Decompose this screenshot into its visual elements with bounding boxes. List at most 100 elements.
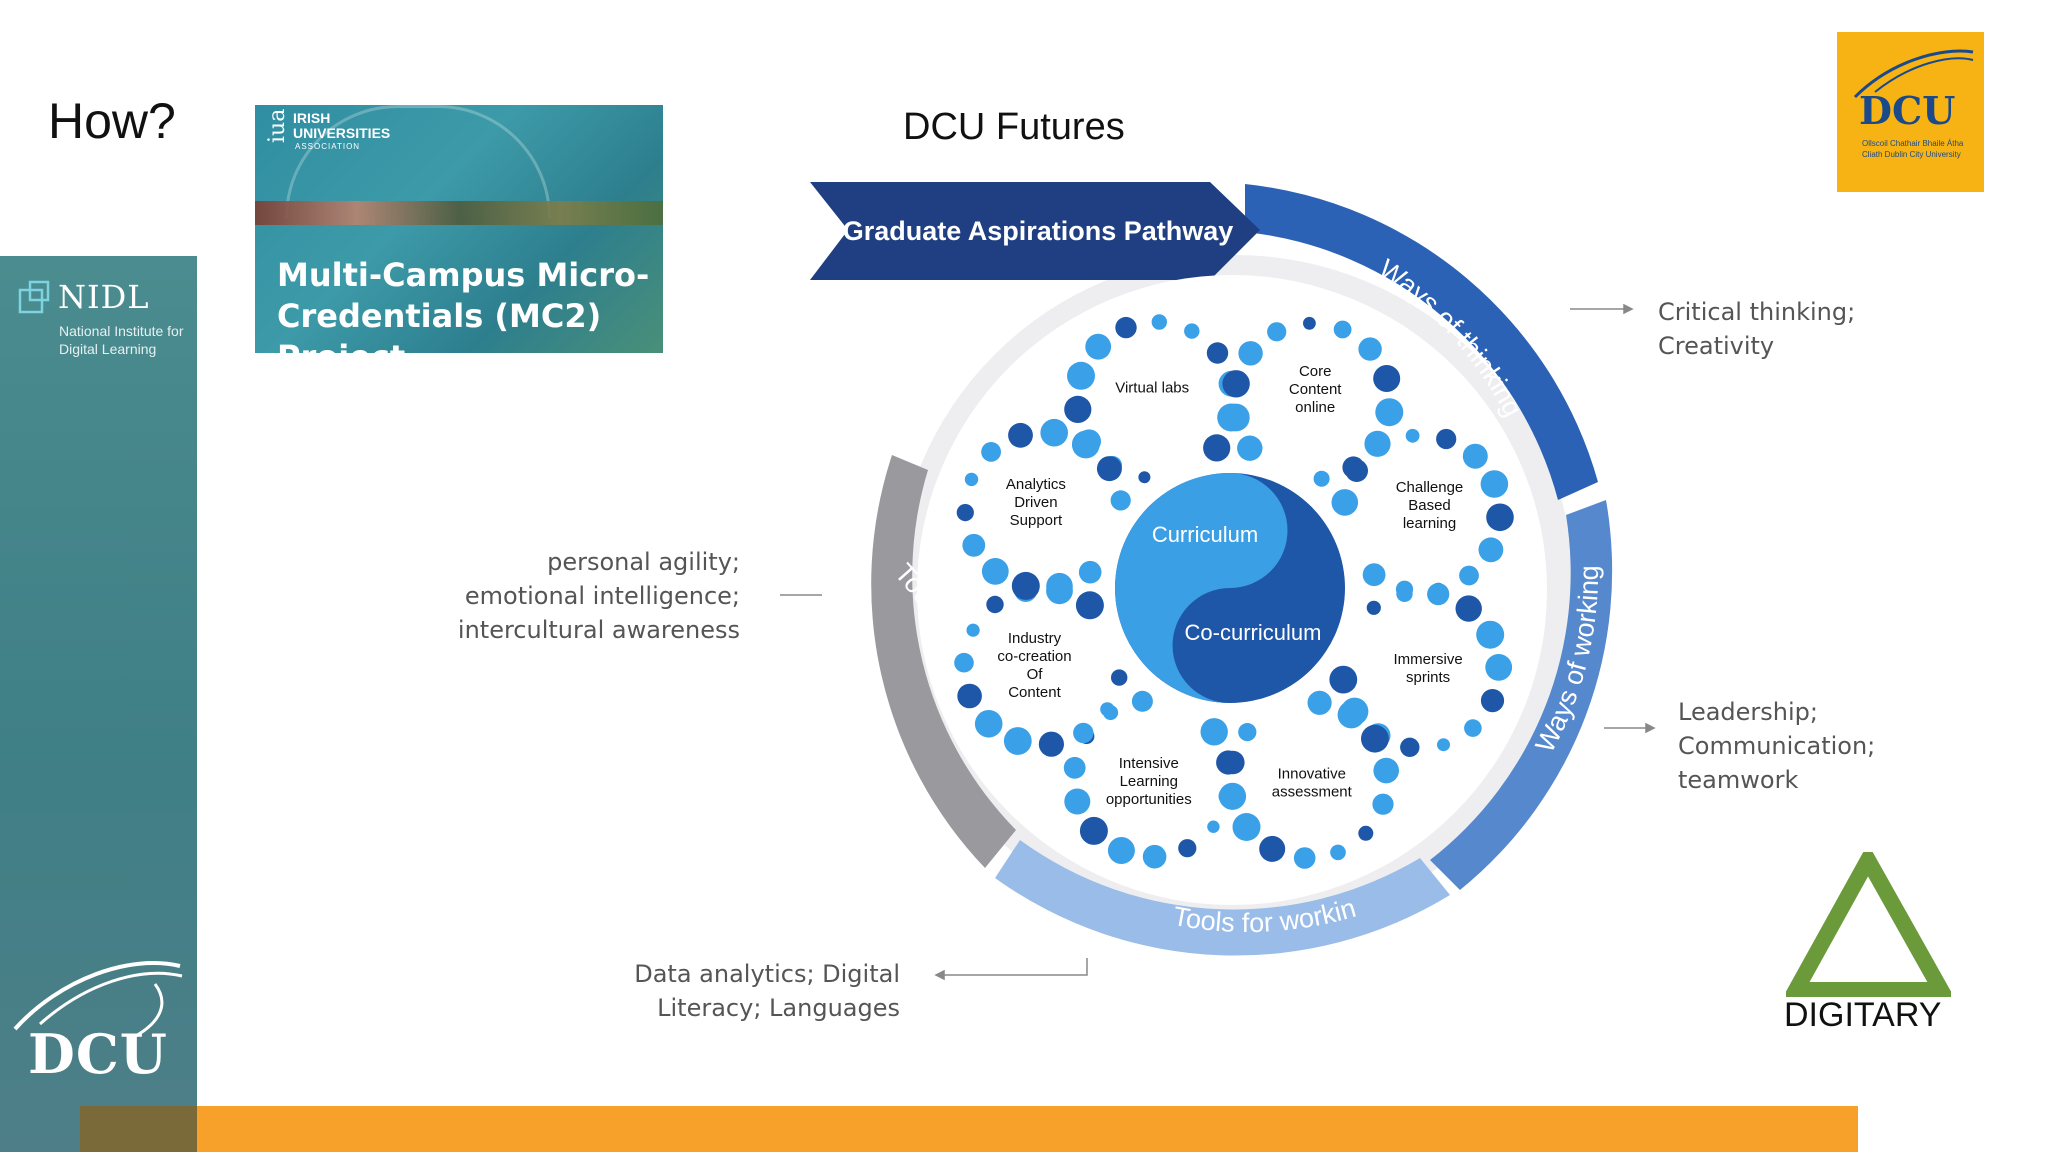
petal-dot (1405, 428, 1420, 443)
petal-dot (1375, 398, 1404, 427)
digitary-triangle-icon (1786, 852, 1951, 997)
petal-dot (1373, 757, 1399, 784)
connector-thinking-arrowhead (1623, 303, 1634, 315)
connector-working-arrowhead (1645, 722, 1656, 734)
sidebar-panel: NIDL National Institute for Digital Lear… (0, 256, 197, 1152)
dcu-sidebar-logo-text: DCU (28, 1022, 168, 1086)
petal-dot (1237, 435, 1263, 461)
petal-dot (1267, 322, 1287, 342)
iua-vertical-mark: iua (265, 108, 290, 143)
petal-dot (1115, 316, 1137, 339)
petal-dot (1003, 727, 1032, 755)
petal-dot (1064, 395, 1092, 423)
petal-dot (1206, 342, 1229, 364)
dcu-logo-text: DCU (1859, 88, 1956, 133)
nidl-name: NIDL (58, 278, 150, 316)
iua-org-line3: ASSOCIATION (295, 142, 361, 151)
dcu-logo: DCU Ollscoil Chathair Bhaile Átha Cliath… (1837, 32, 1984, 192)
core-co-curriculum-label: Co-curriculum (1185, 620, 1322, 645)
iua-banner: iua IRISH UNIVERSITIES ASSOCIATION Multi… (255, 105, 663, 353)
petal-dot (1110, 490, 1131, 511)
petal-dot (1200, 718, 1228, 746)
petal-dot (1071, 430, 1100, 459)
bottom-bar-overlap (80, 1106, 197, 1152)
petal-label: Virtual labs (1115, 380, 1189, 397)
petal-dot (1331, 489, 1359, 516)
petal-dot (1011, 571, 1040, 600)
petal-dot (1396, 585, 1413, 602)
petal-dot (1361, 724, 1389, 753)
petal-label-line: Content (1289, 381, 1342, 398)
petal-label-line: online (1295, 399, 1335, 416)
dcu-swoosh-icon (13, 961, 183, 1041)
petal-dot (1096, 456, 1122, 482)
petal-dot (1459, 565, 1479, 586)
petal-dot (1362, 563, 1386, 587)
petal-dot (1221, 403, 1250, 432)
petal-label-line: Intensive (1119, 755, 1179, 772)
petal-dot (1038, 731, 1064, 757)
petal-dot (1313, 470, 1330, 487)
connector-tools-working (942, 958, 1088, 976)
petal-label-line: learning (1403, 515, 1456, 532)
caption-tools-for-thriving: personal agility; emotional intelligence… (457, 548, 740, 644)
petal-dot (1178, 839, 1197, 858)
petal-label-line: opportunities (1106, 791, 1192, 808)
petal-dot (1207, 820, 1220, 833)
ring-ways-of-working (1430, 500, 1613, 890)
petal-label-line: Of (1027, 666, 1044, 683)
petal-dot (1485, 654, 1513, 681)
petal-dot (1366, 600, 1381, 615)
petal-dot (1046, 572, 1073, 600)
petal-label-line: assessment (1272, 784, 1353, 801)
dcu-futures-diagram: Graduate Aspirations Pathway Ways of thi… (780, 170, 1656, 981)
petal-dot (1142, 844, 1167, 869)
petal-dot (1067, 361, 1095, 390)
ring-tools-for-working (995, 840, 1450, 956)
petal-dot (1232, 813, 1261, 841)
graduate-aspirations-label: Graduate Aspirations Pathway (843, 216, 1234, 246)
petal-dot (1064, 788, 1091, 815)
petal-dot (1437, 738, 1450, 752)
petal-dot-chain (954, 314, 1514, 869)
nidl-logo-icon (18, 280, 50, 314)
core-curriculum-label: Curriculum (1152, 522, 1258, 547)
petal-label-line: Driven (1014, 494, 1057, 511)
caption-ways-of-thinking: Critical thinking; Creativity (1658, 298, 1856, 360)
petal-dot (1476, 620, 1505, 649)
petal-dot (1345, 459, 1368, 483)
petal-dot (1063, 756, 1086, 779)
petal-label-line: Support (1010, 512, 1063, 529)
petal-dot (981, 442, 1001, 462)
bottom-accent-bar (80, 1106, 1858, 1152)
petal-dot (962, 533, 986, 557)
ring-tools-for-thriving (871, 455, 1016, 868)
petal-dot (1478, 537, 1504, 563)
petal-dot (1480, 689, 1505, 713)
petal-dot (1138, 471, 1151, 484)
petal-label-line: Core (1299, 363, 1332, 380)
petal-dot (1307, 690, 1332, 715)
petal-label-line: Challenge (1396, 479, 1464, 496)
connector-tools-working-arrowhead (934, 969, 945, 981)
petal-dot (1373, 365, 1401, 392)
petal-label-line: Virtual labs (1115, 380, 1189, 397)
petal-label-line: sprints (1406, 669, 1450, 686)
petal-dot (974, 710, 1003, 738)
petal-dot (1008, 422, 1033, 448)
petal-dot (1303, 316, 1316, 330)
petal-dot (1462, 443, 1488, 469)
petal-dot (981, 558, 1009, 585)
iua-banner-title: Multi-Campus Micro-Credentials (MC2) Pro… (277, 256, 650, 353)
petal-dot (1333, 320, 1352, 339)
petal-dot (1075, 591, 1104, 620)
petal-dot (1372, 438, 1390, 456)
petal-dot (1358, 825, 1374, 841)
petal-dot (1329, 665, 1358, 694)
petal-dot (964, 472, 979, 487)
